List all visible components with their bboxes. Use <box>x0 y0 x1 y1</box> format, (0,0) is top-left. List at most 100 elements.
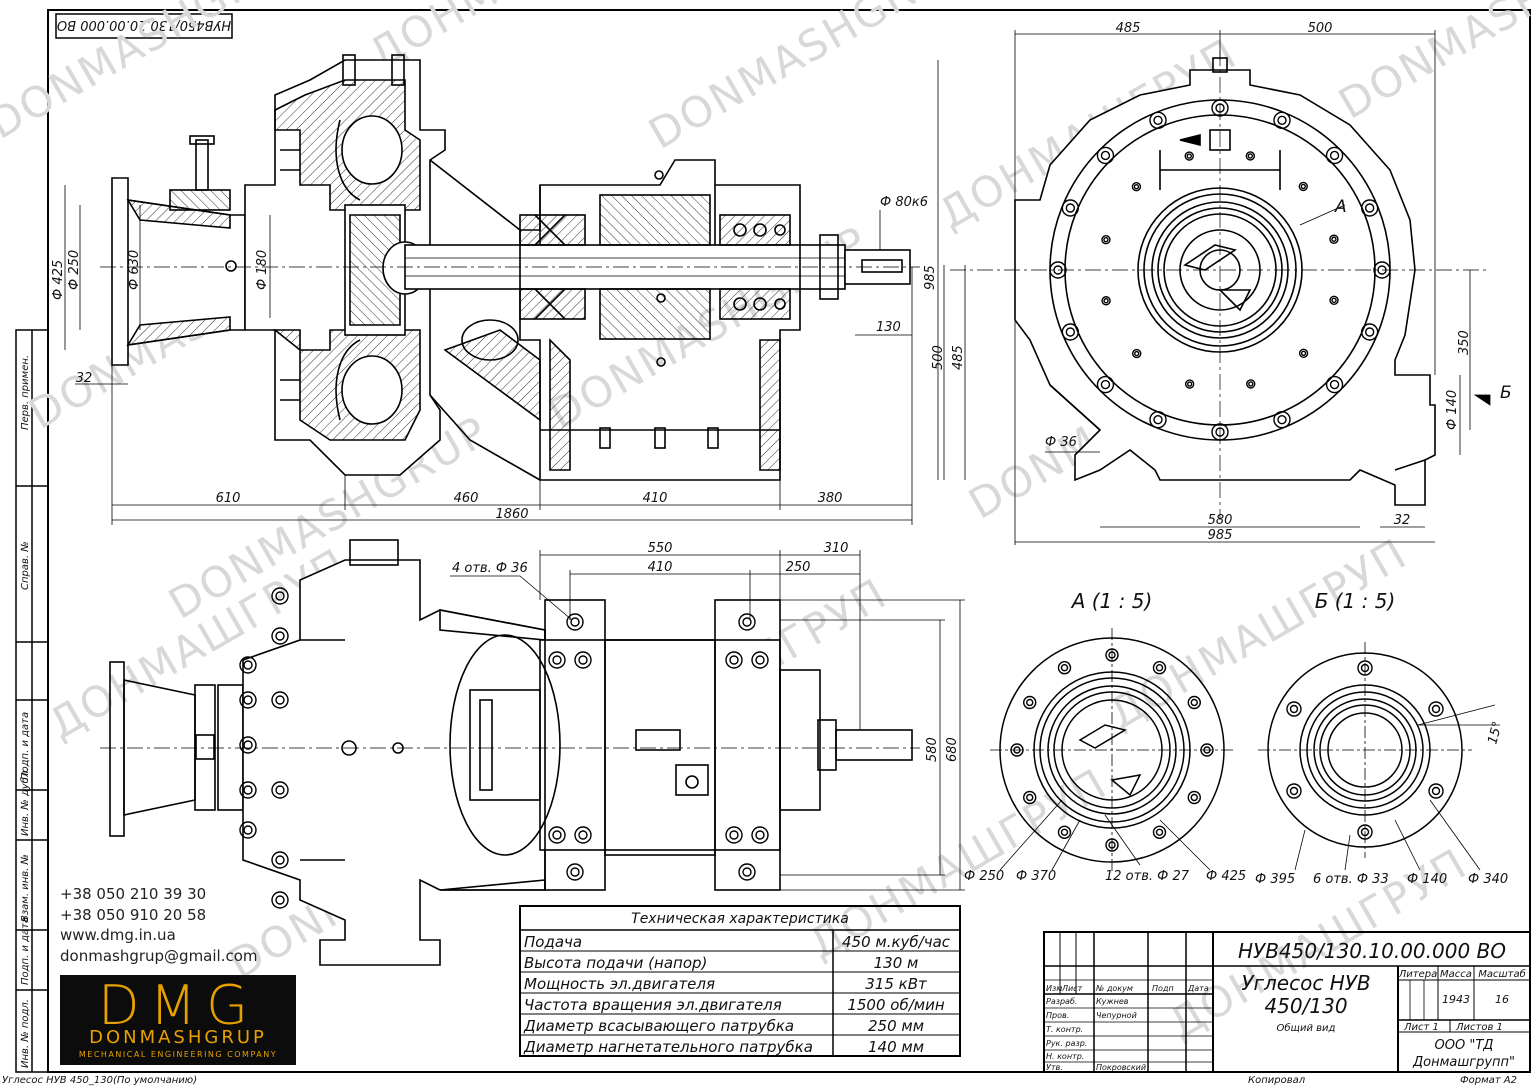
bolt-head <box>566 863 584 881</box>
bolt-head <box>1149 410 1167 429</box>
bolt-hole <box>1026 793 1034 802</box>
dim-460: 460 <box>454 491 479 506</box>
dim-380: 380 <box>818 491 843 506</box>
dim-410-plan: 410 <box>648 560 673 575</box>
plan-view <box>109 539 913 966</box>
bolt-hole <box>1155 828 1164 836</box>
bolt-hole <box>275 631 285 641</box>
bolt-hole <box>1190 793 1198 802</box>
bolt-head <box>1273 410 1291 429</box>
bolt-hole <box>1103 298 1109 304</box>
footer-filename: Углесос НУВ 450_130(По умолчанию) <box>2 1075 197 1086</box>
specs-text: Техническая характеристика Подача 450 м.… <box>523 911 951 1056</box>
website-link[interactable]: www.dmg.in.ua <box>60 926 176 944</box>
spec-param: Диаметр всасывающего патрубка <box>523 1017 794 1035</box>
flange-leaders <box>990 628 1500 872</box>
bolt-head <box>239 736 257 754</box>
company-line2: Донмашгрупп" <box>1412 1055 1515 1070</box>
bolt-hole <box>729 830 739 840</box>
plan-dimension-labels: 550 310 410 250 4 отв. Ф 36 580 680 <box>452 541 960 762</box>
bolt-head <box>239 691 257 709</box>
bolt-head <box>239 781 257 799</box>
dim-350: 350 <box>1457 330 1472 355</box>
plan-dimensions <box>450 550 965 891</box>
bolt-hole <box>1431 786 1441 796</box>
main-dimensions <box>64 60 939 525</box>
person-name: Покровский <box>1096 1063 1146 1072</box>
role-label: Т. контр. <box>1046 1025 1083 1034</box>
dim-500-top: 500 <box>1308 21 1333 36</box>
email-link[interactable]: donmashgrup@gmail.com <box>60 946 258 965</box>
spec-value: 450 м.куб/час <box>842 933 951 951</box>
bolt-head <box>1057 825 1072 839</box>
bolt-head <box>1096 375 1115 394</box>
bolt-head <box>1273 111 1291 130</box>
dim-d36: Ф 36 <box>1045 435 1077 450</box>
dim-610: 610 <box>216 491 241 506</box>
bolt-head <box>725 651 743 669</box>
dim-32-right: 32 <box>1394 513 1411 528</box>
stamp-label: Инв. № дубл. <box>19 768 31 836</box>
bolt-head <box>1360 199 1379 217</box>
bolt-hole <box>1133 184 1140 190</box>
bolt-hole <box>1100 150 1111 161</box>
contact-info: +38 050 210 39 30 +38 050 910 20 58 www.… <box>60 884 258 966</box>
bolt-head <box>1245 151 1256 161</box>
bolt-hole <box>275 591 285 601</box>
spec-value: 140 мм <box>868 1038 924 1056</box>
stamp-label: Подп. и дата <box>20 712 31 780</box>
side-stamp-labels: Перв. примен. Справ. № Подп. и дата Инв.… <box>19 355 31 1068</box>
side-dimension-labels: 485 500 580 985 32 500 485 350 Ф 140 Ф 3… <box>931 21 1512 543</box>
bolt-head <box>271 891 289 909</box>
bolt-head <box>1061 323 1080 341</box>
bolt-hole <box>275 695 285 705</box>
phone-1: +38 050 210 39 30 <box>60 885 207 903</box>
spec-value: 250 мм <box>868 1017 924 1035</box>
bolt-head <box>1428 783 1444 799</box>
bolt-head <box>1023 695 1037 710</box>
bolt-hole <box>1186 153 1192 159</box>
side-dimensions <box>943 30 1491 545</box>
dim-485-top: 485 <box>1116 21 1141 36</box>
bolt-head <box>1152 661 1167 675</box>
bolt-head <box>1298 348 1309 358</box>
bolt-head <box>239 821 257 839</box>
person-name: Кужнев <box>1096 997 1129 1006</box>
bolt-head <box>1360 323 1379 341</box>
bolt-hole <box>1153 115 1163 126</box>
bolt-head <box>1057 661 1072 675</box>
bolt-hole <box>1065 203 1076 213</box>
bolt-head <box>1325 146 1344 165</box>
copied-label: Копировал <box>1248 1075 1306 1086</box>
bolt-head <box>1187 790 1201 805</box>
col-doc: № докум <box>1095 984 1133 993</box>
dim-4-holes: 4 отв. Ф 36 <box>452 561 528 576</box>
spec-param: Подача <box>524 933 582 951</box>
watermark: ДОНМАШГРУП <box>1101 528 1416 738</box>
bolt-hole <box>1364 327 1375 337</box>
scale-label: Масштаб <box>1478 968 1526 980</box>
bolt-hole <box>1186 381 1193 387</box>
spec-param: Диаметр нагнетательного патрубка <box>523 1038 813 1056</box>
dim-130: 130 <box>876 320 901 335</box>
bolt-hole <box>243 660 253 670</box>
dim-angle: 15° <box>1485 720 1505 746</box>
bolt-hole <box>1065 327 1076 337</box>
stamp-label: Подп. и дата <box>20 917 31 985</box>
bolt-head <box>548 651 566 669</box>
company-logo: DMG DONMASHGRUP MECHANICAL ENGINEERING C… <box>60 975 296 1065</box>
watermark: DONMASHGRUP <box>1331 0 1536 129</box>
rotated-code-box: НУВ450/130.10.00.000 ВО <box>55 13 233 39</box>
specs-table <box>519 905 961 1057</box>
dim-fa-holes: 12 отв. Ф 27 <box>1105 869 1190 884</box>
dim-fa-425: Ф 425 <box>1206 869 1246 884</box>
bolt-head <box>1101 296 1111 306</box>
bolt-hole <box>1103 236 1109 243</box>
dim-fb-395: Ф 395 <box>1255 872 1295 887</box>
bolt-head <box>1298 181 1308 192</box>
bolt-hole <box>570 867 580 877</box>
bolt-head <box>548 826 566 844</box>
bolt-head <box>271 851 289 869</box>
drawing-subtitle: Общий вид <box>1277 1022 1336 1034</box>
marker-a: А <box>1334 197 1347 217</box>
